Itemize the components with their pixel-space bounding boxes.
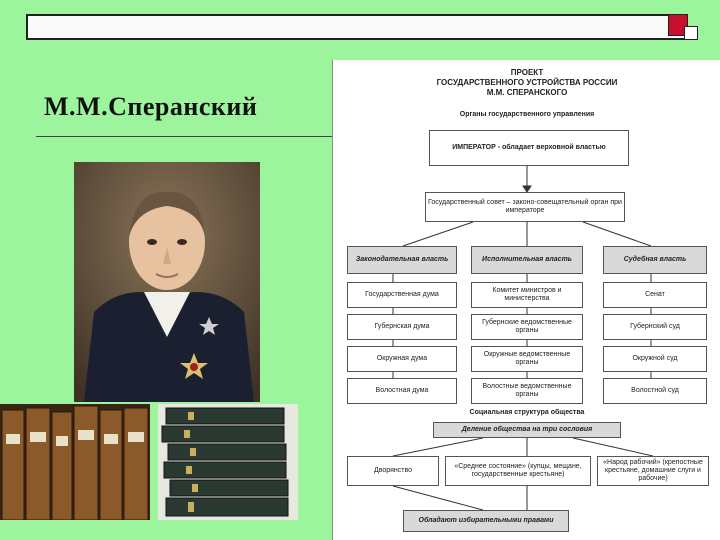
executive-level-4: Волостные ведомственные органы (471, 378, 583, 404)
estate-working: «Народ рабочий» (крепостные крестьяне, д… (597, 456, 709, 486)
legislative-level-3: Окружная дума (347, 346, 457, 372)
doc-heading-1: ПРОЕКТ (510, 68, 544, 77)
connector-lines (392, 166, 654, 511)
executive-level-3: Окружные ведомственные органы (471, 346, 583, 372)
scheme-document: ПРОЕКТ ГОСУДАРСТВЕННОГО УСТРОЙСТВА РОССИ… (332, 60, 720, 540)
electoral-rights-box: Обладают избирательными правами (403, 510, 569, 532)
legislative-level-4: Волостная дума (347, 378, 457, 404)
emperor-box: ИМПЕРАТОР - обладает верховной властью (429, 130, 629, 166)
legislative-level-1: Государственная дума (347, 282, 457, 308)
judicial-level-1: Сенат (603, 282, 707, 308)
branch-judicial: Судебная власть (603, 246, 707, 274)
section-title-social: Социальная структура общества (469, 409, 585, 416)
slide-title: М.М.Сперанский (44, 92, 258, 121)
state-council-box: Государственный совет – законо-совещател… (425, 192, 625, 222)
estate-nobility: Дворянство (347, 456, 439, 486)
doc-heading-2: ГОСУДАРСТВЕННОГО УСТРОЙСТВА РОССИИ (436, 78, 618, 87)
branch-executive: Исполнительная власть (471, 246, 583, 274)
section-title-organs: Органы государственного управления (459, 111, 595, 118)
estate-middle: «Среднее состояние» (купцы, мещане, госу… (445, 456, 591, 486)
title-underline (36, 136, 336, 137)
judicial-level-3: Окружной суд (603, 346, 707, 372)
judicial-level-2: Губернский суд (603, 314, 707, 340)
executive-level-1: Комитет министров и министерства (471, 282, 583, 308)
judicial-level-4: Волостной суд (603, 378, 707, 404)
book-stack-image (158, 404, 298, 520)
executive-level-2: Губернские ведомственные органы (471, 314, 583, 340)
white-square-decor (684, 26, 698, 40)
portrait-image (74, 162, 260, 402)
red-square-decor (668, 14, 688, 36)
branch-legislative: Законодательная власть (347, 246, 457, 274)
top-decor-bar (26, 14, 698, 40)
doc-heading-3: М.М. СПЕРАНСКОГО (486, 88, 568, 97)
division-box: Деление общества на три сословия (433, 422, 621, 438)
old-books-image (0, 404, 150, 520)
legislative-level-2: Губернская дума (347, 314, 457, 340)
